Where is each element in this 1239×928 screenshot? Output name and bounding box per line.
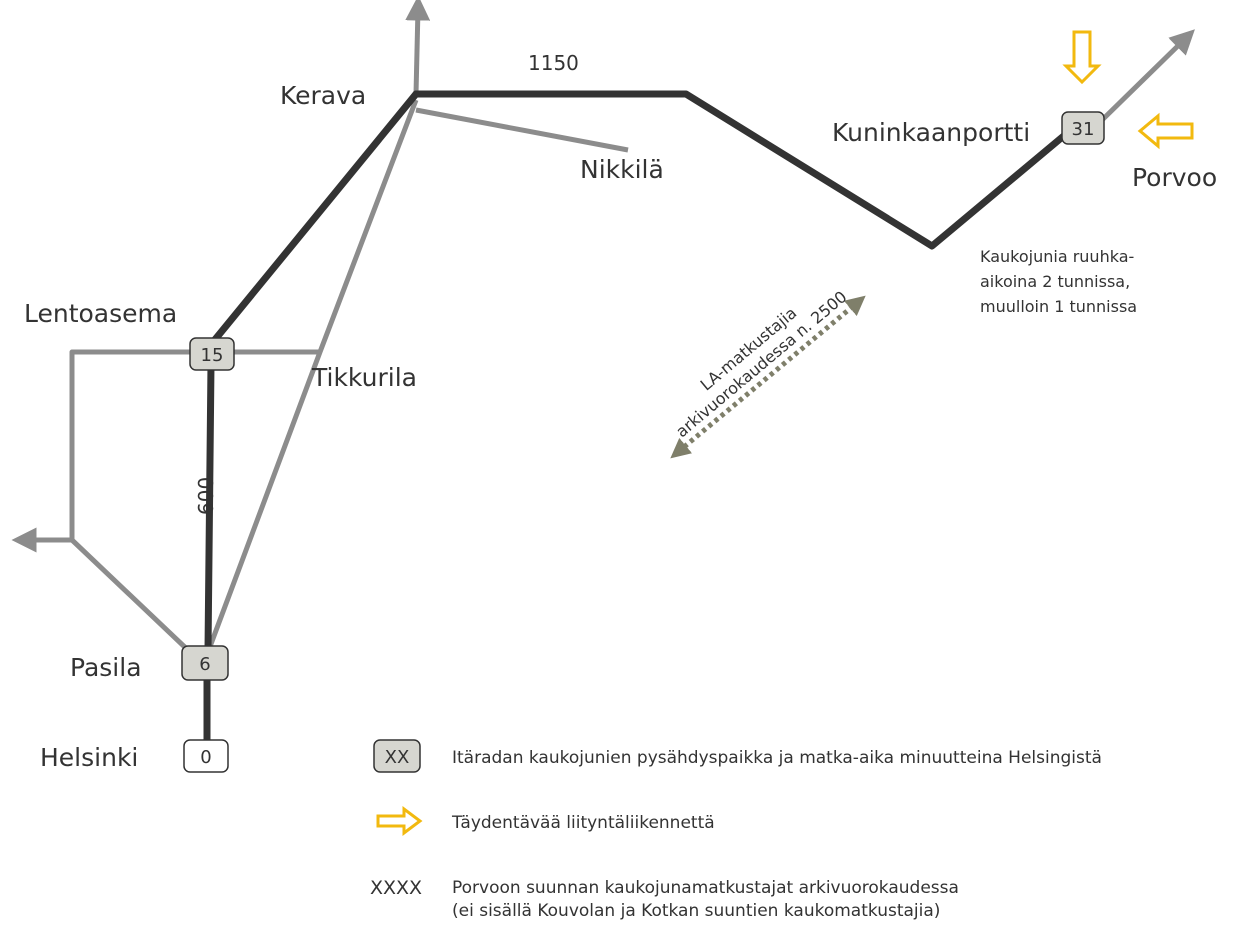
stop-pasila: 6 bbox=[181, 645, 229, 681]
legend-stop: XX Itäradan kaukojunien pysähdyspaikka j… bbox=[373, 739, 1102, 773]
place-lentoasema: Lentoasema bbox=[24, 299, 177, 328]
legend-count-text1: Porvoon suunnan kaukojunamatkustajat ark… bbox=[452, 878, 959, 898]
legend-stop-sample: XX bbox=[385, 747, 410, 768]
line-kerava-north bbox=[405, 0, 431, 95]
segment-count-pasila-lentoasema: 600 bbox=[194, 477, 218, 515]
stop-kuninkaanportti: 31 bbox=[1061, 111, 1105, 145]
legend-count-sample: XXXX bbox=[370, 877, 422, 899]
airport-flow-line2: arkivuorokaudessa n. 2500 bbox=[672, 287, 850, 441]
airport-flow-arrow bbox=[670, 295, 866, 459]
legend-feeder: Täydentävää liityntäliikennettä bbox=[376, 806, 715, 836]
stop-helsinki: 0 bbox=[183, 739, 229, 773]
legend: XX Itäradan kaukojunien pysähdyspaikka j… bbox=[370, 739, 1102, 921]
train-frequency-line2: aikoina 2 tunnissa, bbox=[980, 272, 1130, 291]
place-porvoo: Porvoo bbox=[1132, 163, 1217, 192]
place-kerava: Kerava bbox=[280, 81, 366, 110]
feeder-arrow-left bbox=[1137, 112, 1194, 150]
place-kuninkaanportti: Kuninkaanportti bbox=[832, 118, 1030, 147]
line-porvoo-northeast bbox=[1096, 29, 1195, 126]
main-line-pasila-lentoasema bbox=[204, 360, 215, 654]
train-frequency-line3: muulloin 1 tunnissa bbox=[980, 297, 1137, 316]
secondary-lines bbox=[11, 0, 1195, 654]
feeder-arrow-down bbox=[1062, 30, 1102, 85]
legend-count: XXXX Porvoon suunnan kaukojunamatkustaja… bbox=[370, 877, 959, 921]
place-helsinki: Helsinki bbox=[40, 743, 138, 772]
stop-lentoasema: 15 bbox=[189, 337, 235, 371]
line-kerava-nikkila bbox=[415, 107, 629, 153]
segment-count-kerava-kuninkaanportti: 1150 bbox=[528, 51, 579, 75]
train-frequency-line1: Kaukojunia ruuhka- bbox=[980, 247, 1134, 266]
main-line bbox=[203, 90, 1070, 744]
place-pasila: Pasila bbox=[70, 653, 142, 682]
legend-arrow-icon bbox=[376, 806, 423, 836]
legend-arrow-text: Täydentävää liityntäliikennettä bbox=[451, 813, 715, 833]
place-nikkila: Nikkilä bbox=[580, 155, 664, 184]
main-line-kerava-kuninkaanportti bbox=[412, 90, 1070, 250]
stop-time: 6 bbox=[199, 654, 210, 675]
stop-time: 0 bbox=[200, 747, 211, 768]
stop-time: 31 bbox=[1072, 119, 1095, 140]
main-line-lentoasema-kerava bbox=[209, 90, 420, 346]
legend-stop-text: Itäradan kaukojunien pysähdyspaikka ja m… bbox=[452, 748, 1102, 768]
stop-time: 15 bbox=[201, 345, 224, 366]
legend-count-text2: (ei sisällä Kouvolan ja Kotkan suuntien … bbox=[452, 901, 940, 921]
airport-flow-label: LA-matkustajia arkivuorokaudessa n. 2500 bbox=[672, 287, 850, 441]
place-tikkurila: Tikkurila bbox=[311, 363, 417, 392]
